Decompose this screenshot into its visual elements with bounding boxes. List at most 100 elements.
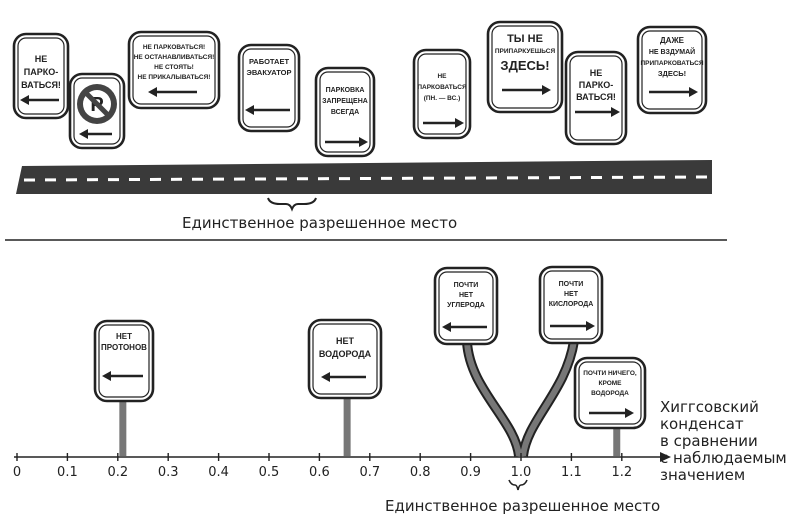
sign-inner-border — [242, 48, 296, 128]
sign-text-line: ЭВАКУАТОР — [247, 68, 292, 77]
x-tick-label: 0.6 — [309, 465, 330, 480]
arrow-left-icon — [148, 87, 197, 97]
axis-label-line: с наблюдаемым — [660, 449, 787, 467]
sign-text-line: ПАРКОВКА — [326, 87, 365, 94]
parking-sign: P — [68, 72, 126, 150]
no-parking-icon: P — [77, 84, 117, 124]
top-caption: Единственное разрешенное место — [182, 214, 457, 232]
x-tick-label: 0.1 — [57, 465, 78, 480]
sign-text-line: ПОЧТИ НИЧЕГО, — [583, 370, 637, 377]
x-axis-arrowhead — [660, 452, 671, 462]
arrow-left-icon — [321, 372, 366, 382]
arrow-left-icon — [102, 371, 143, 381]
road-center-dashes — [23, 175, 709, 182]
sign-text-line: ЗДЕСЬ! — [500, 58, 549, 73]
x-tick-label: 0.4 — [208, 465, 229, 480]
sign-text-line: НЕ ПРИКАЛЫВАТЬСЯ! — [138, 74, 211, 81]
sign-inner-border — [569, 55, 623, 141]
sign-text-line: НЕ ВЗДУМАЙ — [649, 47, 695, 56]
arrow-right-icon — [502, 85, 551, 95]
x-tick-label: 0.8 — [410, 465, 431, 480]
x-tick-label: 1.0 — [511, 465, 532, 480]
sign-text-line: ВОДОРОДА — [591, 390, 629, 397]
sign-text-line: УГЛЕРОДА — [447, 302, 485, 309]
sign-text-line: НЕ — [35, 54, 48, 64]
sign-inner-border — [319, 71, 371, 153]
sign-text-line: ДАЖЕ — [660, 36, 685, 45]
sign-text-line: ПРИПАРКУЕШЬСЯ — [495, 48, 556, 55]
x-tick-label: 0.2 — [107, 465, 128, 480]
arrow-left-icon — [79, 129, 112, 139]
sign-text-line: ПАРКО- — [579, 80, 613, 90]
bottom-caption: Единственное разрешенное место — [385, 497, 660, 515]
sign-inner-border — [312, 323, 378, 395]
sign-frame — [564, 50, 628, 146]
sign-text-line: ВАТЬСЯ! — [21, 80, 61, 90]
arrow-right-icon — [575, 107, 620, 117]
x-tick-label: 1.1 — [561, 465, 582, 480]
arrow-left-icon — [245, 105, 290, 115]
sign-text-line: ЗДЕСЬ! — [658, 69, 686, 78]
axis-label: Хиггсовский конденсат в сравнении с набл… — [660, 398, 790, 484]
sign-inner-border — [98, 324, 150, 398]
sign-text-line: ЗАПРЕЩЕНА — [322, 98, 368, 105]
sign-text-line: ПАРКОВАТЬСЯ — [417, 84, 467, 91]
sign-text-line: КРОМЕ — [598, 380, 622, 387]
sign-text-line: НЕТ — [564, 291, 579, 298]
element-sign: ПОЧТИ НИЧЕГО, КРОМЕ ВОДОРОДА — [573, 356, 647, 430]
sign-text-line: КИСЛОРОДА — [549, 301, 594, 308]
sign-text-line: ВСЕГДА — [331, 109, 359, 116]
element-sign: ПОЧТИ НЕТ УГЛЕРОДА — [433, 266, 499, 346]
arrow-left-icon — [20, 95, 59, 105]
x-tick-label: 0.7 — [359, 465, 380, 480]
sign-text-line: НЕ — [437, 73, 447, 80]
arrow-right-icon — [649, 87, 698, 97]
sign-frame — [127, 30, 221, 110]
top-panel: Единственное разрешенное место НЕ ПАРКО- В… — [12, 20, 712, 232]
sign-inner-border — [17, 37, 65, 115]
sign-text-line: РАБОТАЕТ — [249, 57, 290, 66]
axis-label-line: в сравнении — [660, 432, 758, 450]
sign-inner-border — [438, 271, 494, 341]
sign-text-line: ПОЧТИ — [454, 282, 479, 289]
sign-text-line: ПРОТОНОВ — [101, 343, 147, 352]
sign-inner-border — [578, 361, 642, 425]
arrow-right-icon — [589, 408, 634, 418]
sign-frame — [412, 48, 472, 140]
sign-text-line: НЕ ОСТАНАВЛИВАТЬСЯ! — [134, 54, 215, 61]
sign-text-line: НЕТ — [336, 336, 355, 346]
sign-inner-border — [491, 25, 559, 109]
axis-label-line: значением — [660, 466, 745, 484]
arrow-left-icon — [442, 322, 487, 332]
sign-text-line: НЕ — [590, 68, 603, 78]
sign-inner-border — [641, 30, 703, 110]
road — [16, 160, 712, 194]
bottom-allowed-brace — [508, 479, 528, 491]
x-tick-label: 0.5 — [259, 465, 280, 480]
parking-sign: НЕ ПАРКО- ВАТЬСЯ! — [12, 32, 70, 120]
sign-text-line: НЕТ — [459, 292, 474, 299]
sign-inner-border — [543, 270, 599, 340]
axis-label-line: Хиггсовский — [660, 398, 759, 416]
sign-post — [464, 341, 522, 457]
x-tick-label: 0 — [13, 465, 21, 480]
parking-sign: ПАРКОВКА ЗАПРЕЩЕНА ВСЕГДА — [314, 66, 376, 158]
sign-frame — [307, 318, 383, 400]
arrow-right-icon — [325, 137, 368, 147]
sign-inner-border — [132, 35, 216, 105]
sign-inner-border — [417, 53, 467, 135]
sign-post — [520, 340, 577, 457]
axis-label-line: конденсат — [660, 415, 744, 433]
allowed-spot-brace — [267, 197, 317, 212]
sign-text-line: ПАРКО- — [24, 67, 58, 77]
x-tick-label: 0.3 — [158, 465, 179, 480]
sign-text-line: НЕ СТОЯТЬ! — [154, 64, 194, 71]
arrow-right-icon — [423, 118, 464, 128]
sign-text-line: НЕ ПАРКОВАТЬСЯ! — [143, 44, 205, 51]
